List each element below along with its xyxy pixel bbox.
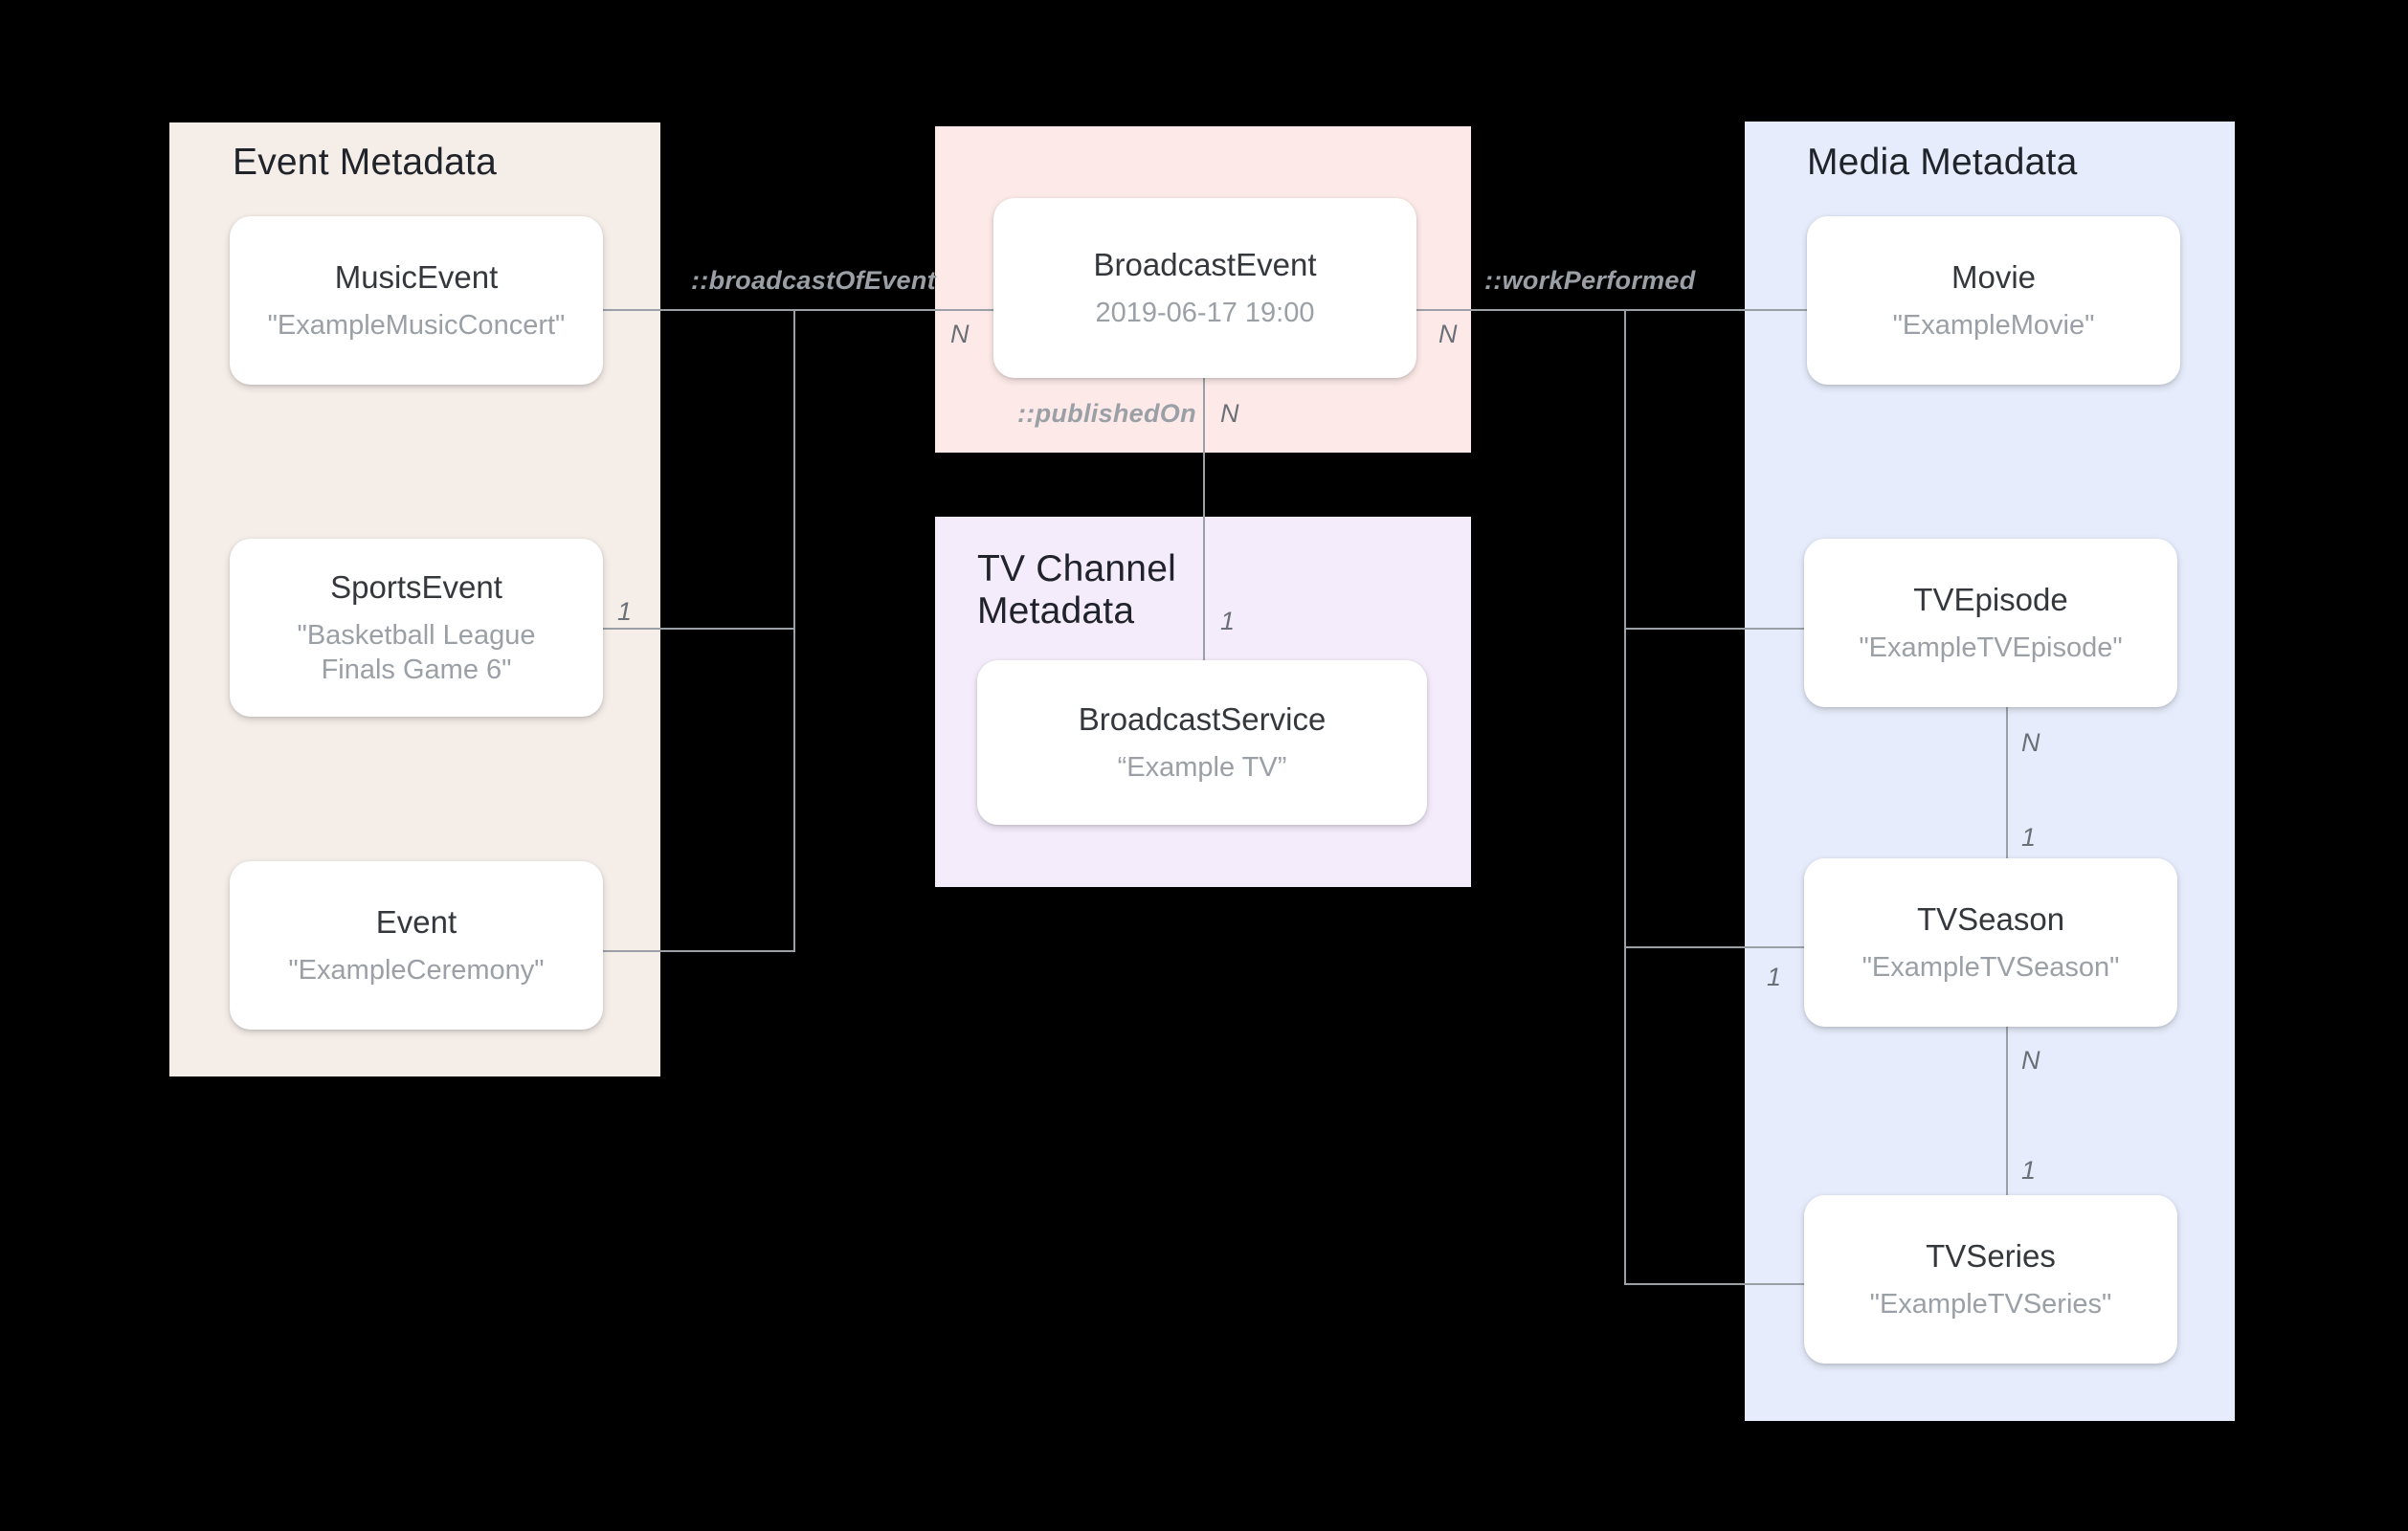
card-value: "ExampleMusicConcert": [267, 310, 566, 342]
card-title: BroadcastEvent: [1093, 246, 1317, 282]
connector-event-trunk: [793, 309, 795, 952]
card-title: TVSeries: [1926, 1237, 2056, 1274]
card-title: MusicEvent: [334, 258, 499, 295]
panel-title-media-metadata: Media Metadata: [1807, 142, 2078, 183]
multiplicity-broadcast-bottom: N: [1220, 399, 1239, 428]
connector-tv-series: [1624, 1283, 1804, 1285]
multiplicity-tv-episode-n: N: [2021, 728, 2040, 757]
connector-tv-episode: [1624, 628, 1804, 630]
card-value: "Basketball League Finals Game 6": [297, 620, 536, 685]
connector-season-to-series: [2006, 1027, 2008, 1195]
connector-event: [603, 950, 794, 952]
multiplicity-tv-season-left: 1: [1767, 963, 1782, 991]
connector-broadcast-of-event: [793, 309, 994, 311]
panel-title-tv-channel-metadata: TV Channel Metadata: [977, 548, 1176, 632]
card-value: 2019-06-17 19:00: [1095, 298, 1315, 329]
connector-movie: [1624, 309, 1807, 311]
card-movie[interactable]: Movie "ExampleMovie": [1807, 216, 2180, 385]
card-tv-season[interactable]: TVSeason "ExampleTVSeason": [1804, 858, 2177, 1027]
card-title: Event: [375, 903, 457, 940]
connector-tv-season: [1624, 946, 1804, 948]
card-event[interactable]: Event "ExampleCeremony": [230, 861, 603, 1030]
multiplicity-broadcast-right: N: [1438, 320, 1458, 348]
panel-title-event-metadata: Event Metadata: [233, 142, 497, 183]
card-broadcast-service[interactable]: BroadcastService “Example TV”: [977, 660, 1427, 825]
connector-sports-event: [603, 628, 794, 630]
card-value: "ExampleMovie": [1892, 310, 2095, 342]
card-title: Movie: [1951, 258, 2037, 295]
card-sports-event[interactable]: SportsEvent "Basketball League Finals Ga…: [230, 539, 603, 717]
relation-label-broadcast-of-event: ::broadcastOfEvent: [691, 266, 936, 295]
connector-music-event: [603, 309, 794, 311]
card-title: SportsEvent: [330, 568, 502, 605]
card-value: "ExampleTVSeason": [1862, 952, 2120, 984]
card-value: “Example TV”: [1117, 752, 1287, 784]
card-music-event[interactable]: MusicEvent "ExampleMusicConcert": [230, 216, 603, 385]
card-value: "ExampleTVEpisode": [1859, 632, 2123, 664]
connector-media-trunk: [1624, 309, 1626, 1285]
multiplicity-tv-series-one: 1: [2021, 1156, 2037, 1185]
relation-label-published-on: ::publishedOn: [1017, 399, 1196, 428]
card-broadcast-event[interactable]: BroadcastEvent 2019-06-17 19:00: [993, 198, 1416, 378]
card-value: "ExampleTVSeries": [1869, 1289, 2112, 1320]
card-tv-series[interactable]: TVSeries "ExampleTVSeries": [1804, 1195, 2177, 1364]
card-title: TVSeason: [1916, 900, 2065, 937]
multiplicity-tv-season-n: N: [2021, 1046, 2040, 1075]
relation-label-work-performed: ::workPerformed: [1484, 266, 1696, 295]
multiplicity-sports-event: 1: [617, 597, 633, 626]
card-tv-episode[interactable]: TVEpisode "ExampleTVEpisode": [1804, 539, 2177, 707]
card-value: "ExampleCeremony": [288, 955, 545, 987]
multiplicity-broadcast-left: N: [950, 320, 970, 348]
multiplicity-broadcast-service: 1: [1220, 607, 1236, 635]
card-title: BroadcastService: [1078, 700, 1327, 737]
multiplicity-tv-season-top: 1: [2021, 823, 2037, 852]
card-title: TVEpisode: [1913, 581, 2068, 617]
connector-episode-to-season: [2006, 707, 2008, 858]
connector-published-on: [1203, 378, 1205, 661]
connector-work-performed: [1416, 309, 1625, 311]
